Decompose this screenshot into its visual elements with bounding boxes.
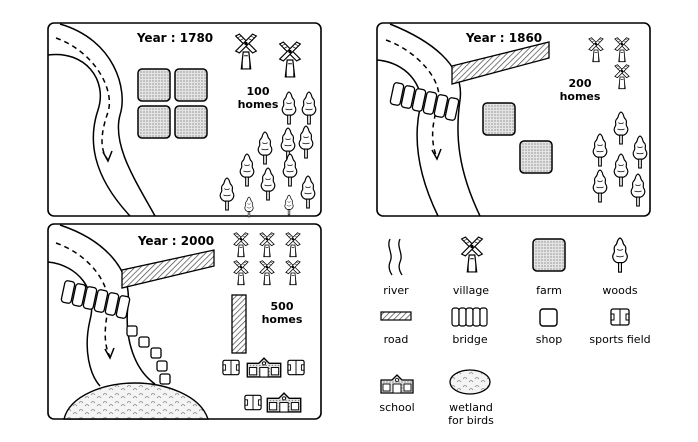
legend-label: woods	[602, 284, 637, 297]
home-count: 500	[271, 300, 294, 313]
panel-title: Year : 1780	[136, 31, 213, 45]
legend-river: river	[383, 238, 409, 297]
home-unit: homes	[560, 90, 601, 103]
school-icon	[380, 374, 414, 394]
village-icon	[461, 236, 483, 273]
bridge-1860	[389, 82, 460, 121]
legend-label: road	[384, 333, 409, 346]
legend-label: shop	[536, 333, 562, 346]
home-count: 100	[247, 85, 270, 98]
bridge-2000	[60, 280, 131, 319]
road-icon	[380, 311, 412, 321]
home-unit: homes	[238, 98, 279, 111]
river-1780	[47, 23, 156, 217]
panel-title: Year : 2000	[137, 234, 214, 248]
wetland-icon	[449, 369, 491, 395]
shop-icon	[539, 308, 558, 327]
legend-label: village	[453, 284, 489, 297]
legend-label: sports field	[589, 333, 650, 346]
bridge-icon	[451, 307, 488, 327]
legend-label: bridge	[452, 333, 488, 346]
legend-label: school	[379, 401, 414, 414]
legend-village: village	[453, 236, 489, 297]
home-count: 200	[569, 77, 592, 90]
road-2000	[121, 249, 247, 354]
home-unit: homes	[262, 313, 303, 326]
legend-farm: farm	[532, 238, 566, 297]
woods-icon	[612, 237, 628, 273]
panel-2000: Year : 2000 500 homes	[47, 223, 322, 420]
wetland-2000	[63, 382, 209, 420]
legend-shop: shop	[536, 308, 562, 346]
river-icon	[388, 238, 403, 276]
legend-bridge: bridge	[451, 307, 488, 346]
legend-road: road	[380, 311, 412, 346]
legend: river village farm woods road	[379, 236, 651, 427]
legend-label: farm	[536, 284, 562, 297]
legend-woods: woods	[602, 237, 638, 297]
panel-title: Year : 1860	[465, 31, 542, 45]
road-1860	[451, 41, 550, 85]
legend-sports-field: sports field	[589, 308, 651, 346]
legend-label: wetland	[449, 401, 493, 414]
farm-icon	[532, 238, 566, 272]
panel-1780: Year : 1780 100 homes	[47, 22, 322, 218]
legend-wetland: wetland for birds	[448, 369, 494, 427]
sports-field-icon	[610, 308, 630, 326]
legend-label: river	[383, 284, 409, 297]
panel-1860: Year : 1860 200 homes	[376, 22, 651, 217]
shops-2000	[126, 325, 171, 385]
legend-label: for birds	[448, 414, 494, 427]
legend-school: school	[379, 374, 415, 414]
